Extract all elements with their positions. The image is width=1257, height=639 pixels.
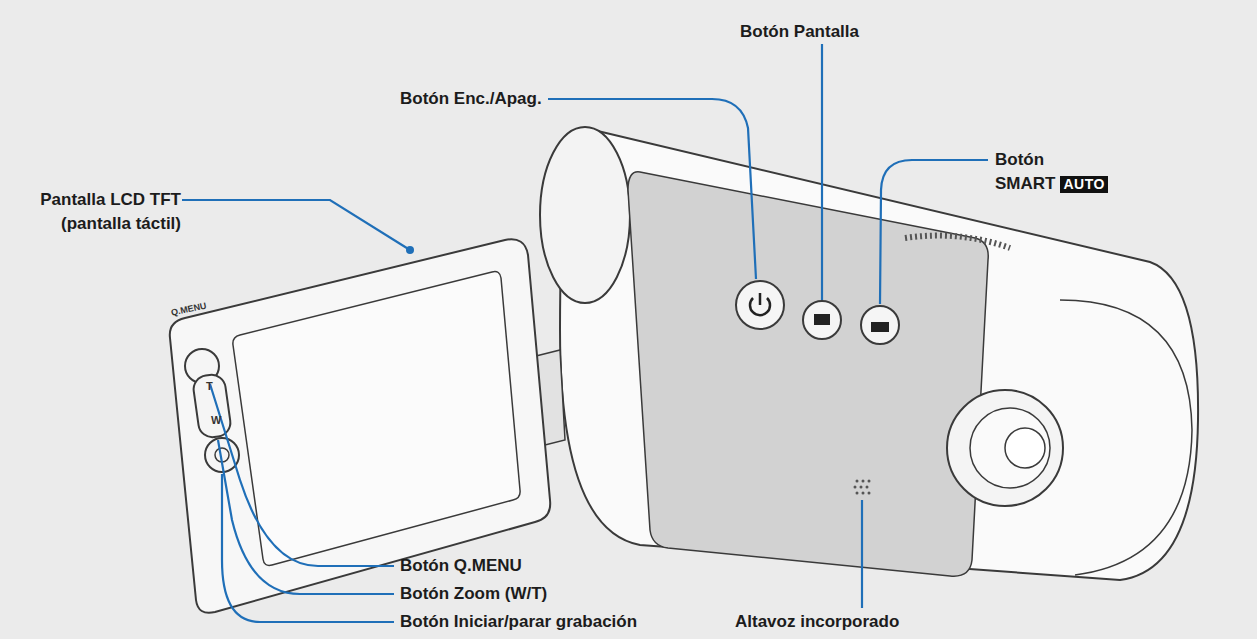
camera-body — [560, 128, 1198, 580]
part-label: Botón Iniciar/parar grabación — [400, 610, 637, 634]
part-label: Pantalla LCD TFT (pantalla táctil) — [3, 188, 181, 236]
leader-line — [880, 160, 988, 304]
part-label: Botón Q.MENU — [400, 554, 522, 578]
record-button-rear — [1005, 428, 1045, 468]
lens-hood — [540, 127, 630, 303]
rear-cap — [1060, 300, 1192, 575]
leader-dot — [406, 246, 414, 254]
printed-marking: T — [206, 380, 213, 392]
mode-dial — [947, 390, 1063, 506]
leader-line — [821, 44, 823, 300]
side-panel — [628, 172, 988, 576]
display-button — [803, 301, 841, 339]
auto-badge: AUTO — [1060, 176, 1107, 193]
leader-line — [548, 99, 756, 279]
leader-line — [861, 500, 863, 608]
leader-line — [218, 440, 394, 594]
leader-line — [222, 474, 394, 622]
leader-line — [182, 200, 410, 250]
zoom-button — [192, 373, 232, 439]
part-label: Botón Zoom (W/T) — [400, 582, 547, 606]
printed-marking: W — [211, 414, 221, 426]
part-label: Botón Enc./Apag. — [400, 87, 542, 111]
smart-auto-button — [861, 306, 899, 344]
lcd-screen — [233, 272, 520, 566]
mode-dial-center — [970, 408, 1050, 488]
lcd-panel — [170, 239, 550, 612]
display-icon — [814, 314, 830, 325]
part-label: Botón Pantalla — [740, 20, 859, 44]
speaker-grille — [854, 480, 871, 495]
smart-auto-icon — [871, 322, 889, 332]
power-icon — [750, 293, 770, 315]
power-button — [736, 281, 784, 329]
part-label: Altavoz incorporado — [735, 610, 899, 634]
top-grille — [905, 236, 1010, 248]
leader-lines — [182, 44, 988, 622]
